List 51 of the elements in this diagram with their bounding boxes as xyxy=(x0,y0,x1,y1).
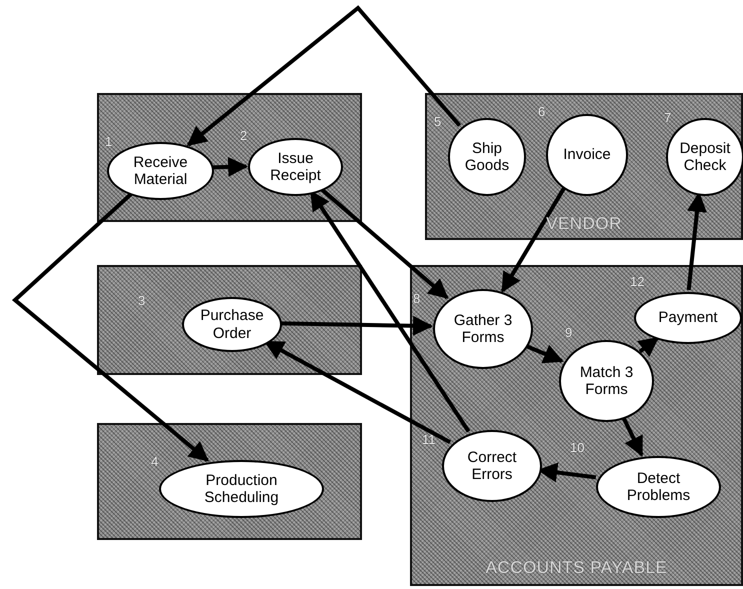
arrow xyxy=(212,156,248,177)
step-number: 9 xyxy=(565,325,572,340)
arrow xyxy=(280,316,433,336)
process-label: Detect Problems xyxy=(626,470,692,504)
process-ellipse xyxy=(433,289,533,369)
process-label: Payment xyxy=(657,309,719,327)
process-label: Gather 3 Forms xyxy=(452,312,514,346)
process-label: Deposit Check xyxy=(678,140,732,174)
process-ellipse xyxy=(634,292,742,344)
process-ellipse xyxy=(182,297,282,352)
step-number: 2 xyxy=(240,128,248,143)
step-number: 4 xyxy=(151,454,158,469)
process-ellipse xyxy=(248,138,343,196)
process-label: Match 3 Forms xyxy=(578,364,634,398)
arrow xyxy=(524,344,564,364)
swimlane-panel xyxy=(97,265,362,375)
process-label: Receive Material xyxy=(132,154,189,188)
process-ellipse xyxy=(442,430,542,502)
arrow xyxy=(264,340,452,444)
step-number: 1 xyxy=(105,134,112,149)
step-number: 3 xyxy=(138,293,146,308)
step-number: 6 xyxy=(538,104,546,119)
swimlane-panel xyxy=(425,93,743,240)
swimlane-panel xyxy=(410,265,743,586)
arrow xyxy=(637,336,660,357)
process-label: Production Scheduling xyxy=(203,472,280,506)
process-ellipse xyxy=(448,118,526,196)
process-ellipse xyxy=(546,114,628,196)
step-number: 5 xyxy=(434,114,442,129)
process-ellipse xyxy=(559,340,654,422)
process-label: Purchase Order xyxy=(199,307,265,342)
group-label: VENDOR xyxy=(545,214,623,234)
swimlane-panel xyxy=(97,423,362,540)
step-number: 12 xyxy=(630,274,644,289)
arrow xyxy=(12,192,209,462)
process-label: Invoice xyxy=(562,146,612,164)
step-number: 7 xyxy=(664,110,672,125)
group-label: ACCOUNTS PAYABLE xyxy=(484,558,668,578)
swimlane-panel xyxy=(97,93,362,222)
arrow xyxy=(621,416,644,457)
step-number: 8 xyxy=(413,291,420,306)
process-ellipse xyxy=(159,460,324,518)
step-number: 10 xyxy=(570,440,584,455)
process-label: Ship Goods xyxy=(464,140,510,174)
arrow xyxy=(186,5,462,146)
arrow xyxy=(500,187,566,293)
arrow xyxy=(320,187,449,300)
step-number: 11 xyxy=(422,432,436,447)
process-ellipse xyxy=(596,456,721,518)
process-label: Correct Errors xyxy=(466,448,518,484)
process-label: Issue Receipt xyxy=(269,150,322,184)
